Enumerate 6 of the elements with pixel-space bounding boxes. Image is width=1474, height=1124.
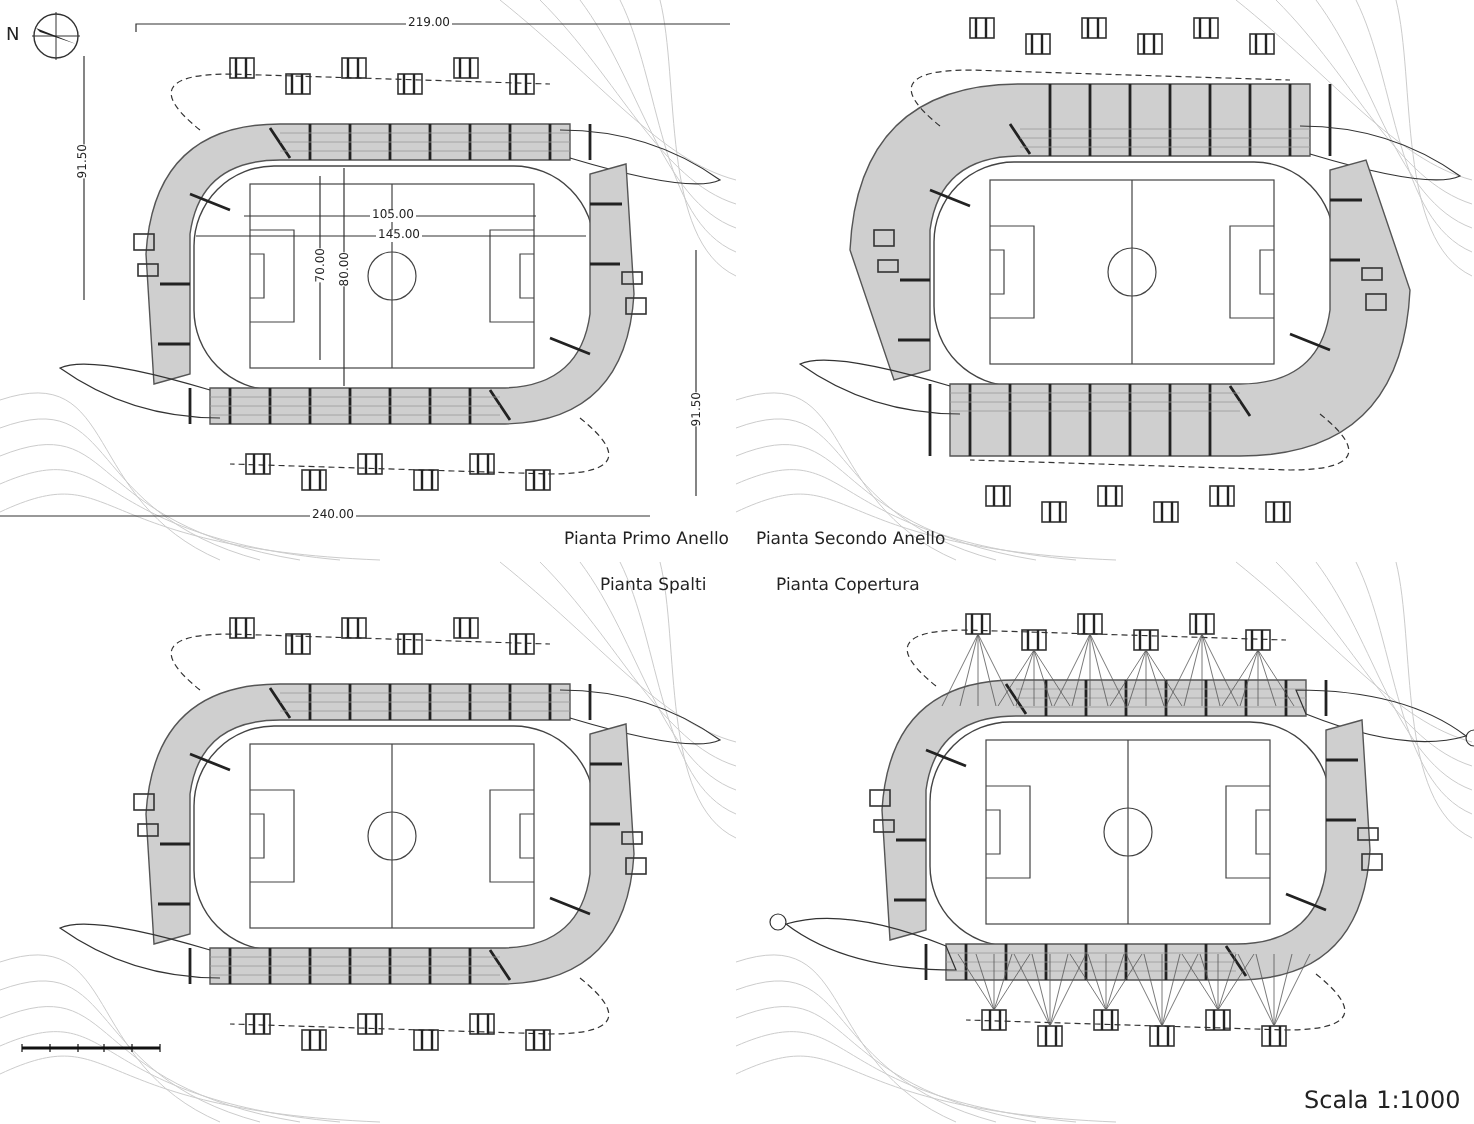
plan-title: Pianta Primo Anello — [564, 532, 730, 549]
plan-title: Pianta Secondo Anello — [756, 532, 946, 549]
scale-note: Scala 1:1000 — [1304, 1088, 1461, 1112]
plan-title: Pianta Copertura — [776, 578, 920, 595]
north-label: N — [6, 28, 20, 46]
plan-title: Pianta Spalti — [600, 578, 707, 595]
